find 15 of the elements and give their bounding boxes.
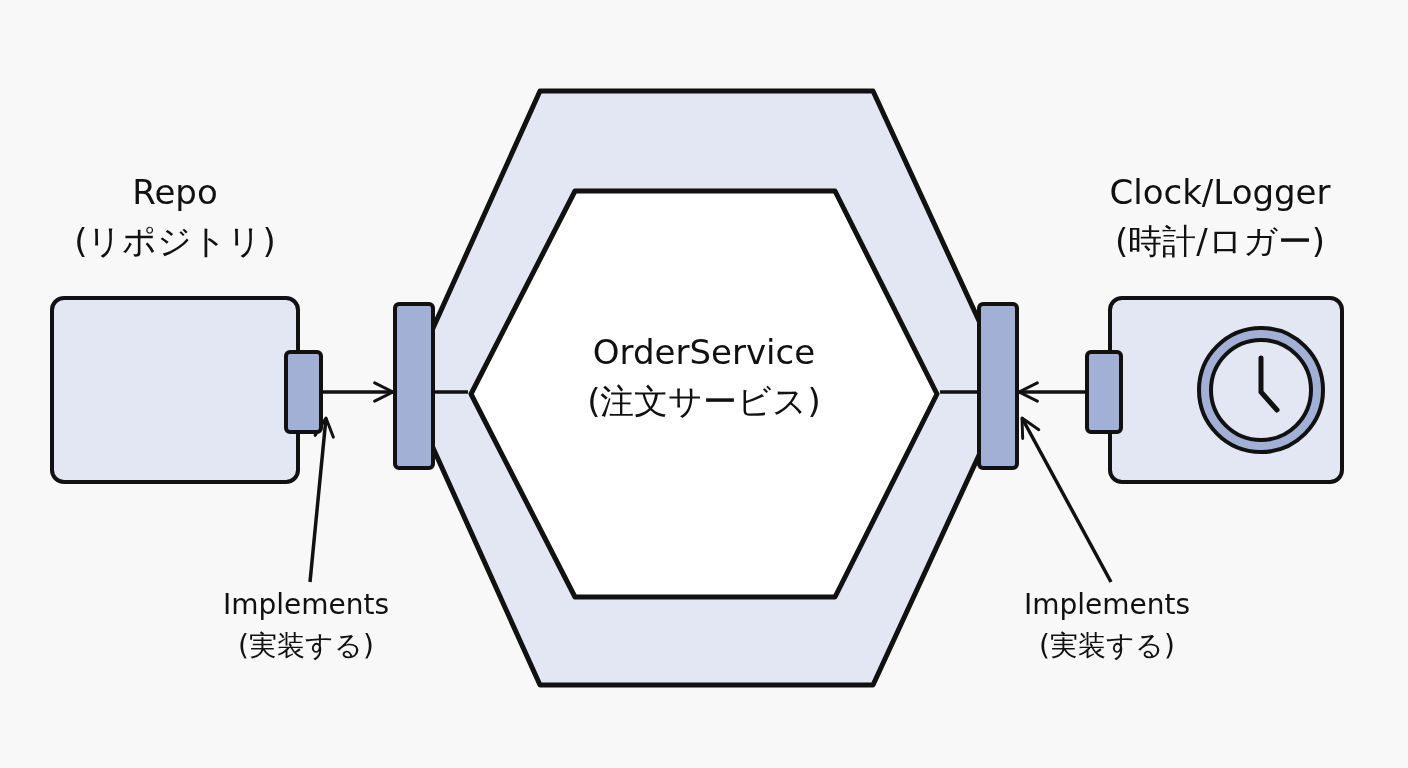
port-bar	[284, 350, 323, 434]
service-label: OrderService (注文サービス)	[586, 331, 822, 424]
component-heading: Repo (リポジトリ)	[73, 171, 277, 264]
component-heading: Clock/Logger (時計/ロガー)	[1108, 171, 1332, 264]
arrow	[308, 416, 335, 583]
arrow	[1017, 381, 1085, 403]
connector-line	[940, 390, 977, 394]
port-bar	[1085, 350, 1123, 434]
arrow	[323, 381, 395, 403]
annotation-text: Implements (実装する)	[997, 585, 1217, 680]
port-bar	[977, 302, 1019, 470]
annotation-text: Implements (実装する)	[196, 585, 416, 680]
connector-line	[435, 390, 468, 394]
port-bar	[393, 302, 435, 470]
arrow	[1020, 416, 1113, 583]
